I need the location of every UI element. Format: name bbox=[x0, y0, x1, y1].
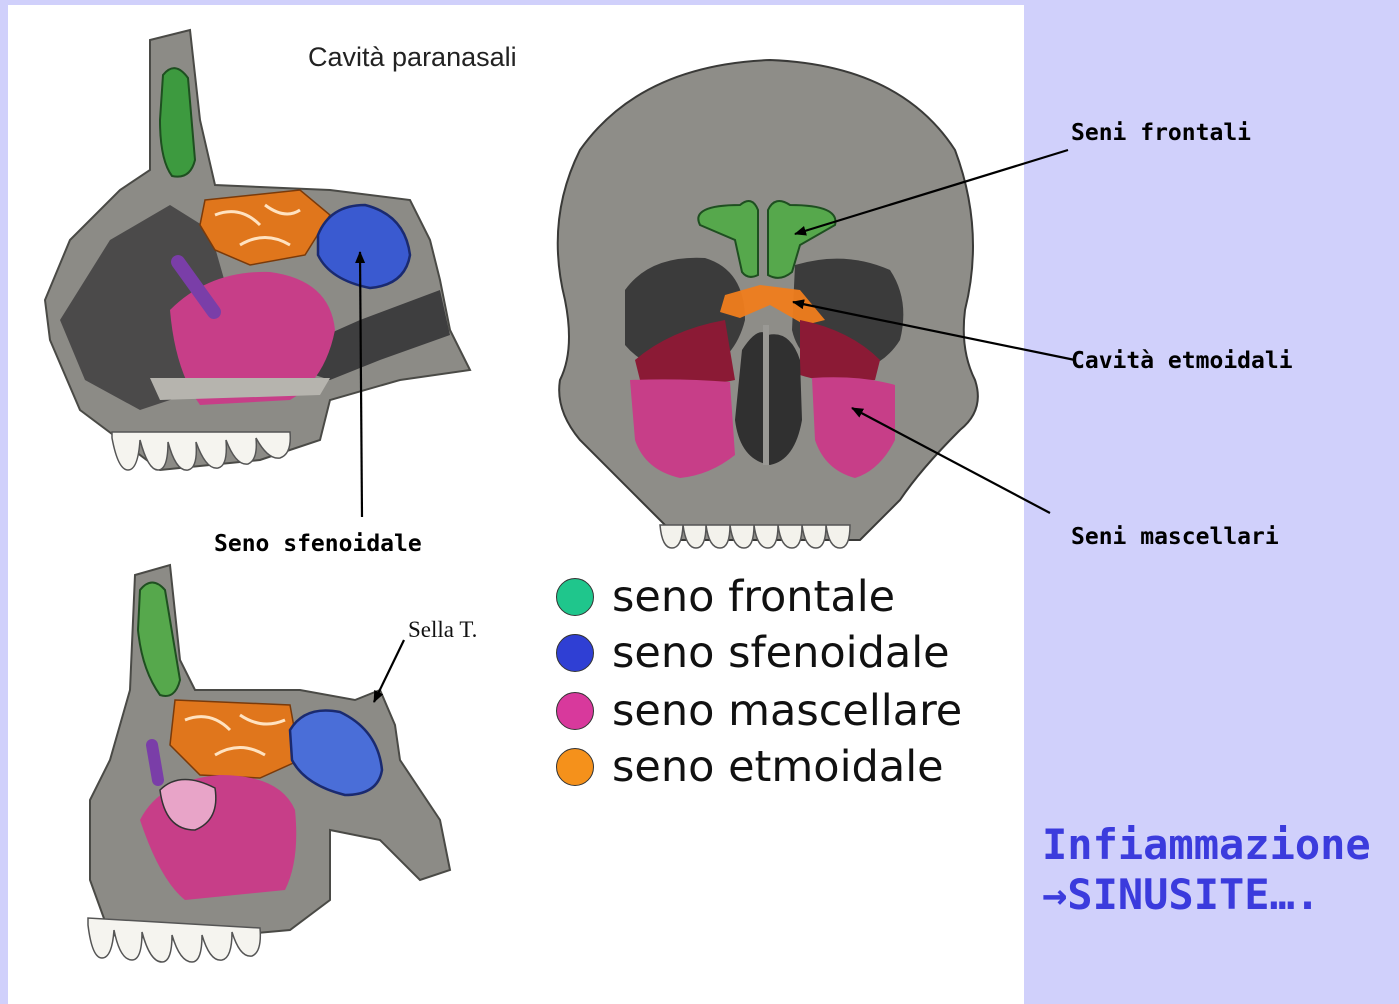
legend-label-frontale: seno frontale bbox=[612, 572, 895, 622]
conclusion-text: Infiammazione →SINUSITE…. bbox=[1042, 820, 1371, 921]
figure-title: Cavità paranasali bbox=[308, 42, 517, 73]
label-sella: Sella T. bbox=[408, 617, 477, 643]
legend-swatch-mascellare bbox=[556, 692, 594, 730]
legend-item-sfenoidale: seno sfenoidale bbox=[556, 626, 950, 680]
sagittal-section-top bbox=[45, 30, 470, 470]
conclusion-line-2: →SINUSITE…. bbox=[1042, 870, 1371, 920]
label-seno-sfenoidale: Seno sfenoidale bbox=[214, 531, 422, 557]
label-seni-mascellari: Seni mascellari bbox=[1071, 524, 1279, 550]
legend-label-etmoidale: seno etmoidale bbox=[612, 742, 944, 792]
legend-item-mascellare: seno mascellare bbox=[556, 684, 962, 738]
legend-swatch-sfenoidale bbox=[556, 634, 594, 672]
legend-swatch-etmoidale bbox=[556, 748, 594, 786]
legend-label-sfenoidale: seno sfenoidale bbox=[612, 628, 950, 678]
legend-item-frontale: seno frontale bbox=[556, 570, 895, 624]
label-cavita-etmoidali: Cavità etmoidali bbox=[1071, 348, 1293, 374]
skull-frontal-view bbox=[558, 60, 978, 548]
sagittal-section-bottom bbox=[88, 565, 450, 962]
conclusion-line-1: Infiammazione bbox=[1042, 820, 1371, 870]
pointer-sella bbox=[374, 640, 404, 702]
legend-item-etmoidale: seno etmoidale bbox=[556, 740, 944, 794]
legend-label-mascellare: seno mascellare bbox=[612, 686, 962, 736]
label-seni-frontali: Seni frontali bbox=[1071, 120, 1251, 146]
legend-swatch-frontale bbox=[556, 578, 594, 616]
